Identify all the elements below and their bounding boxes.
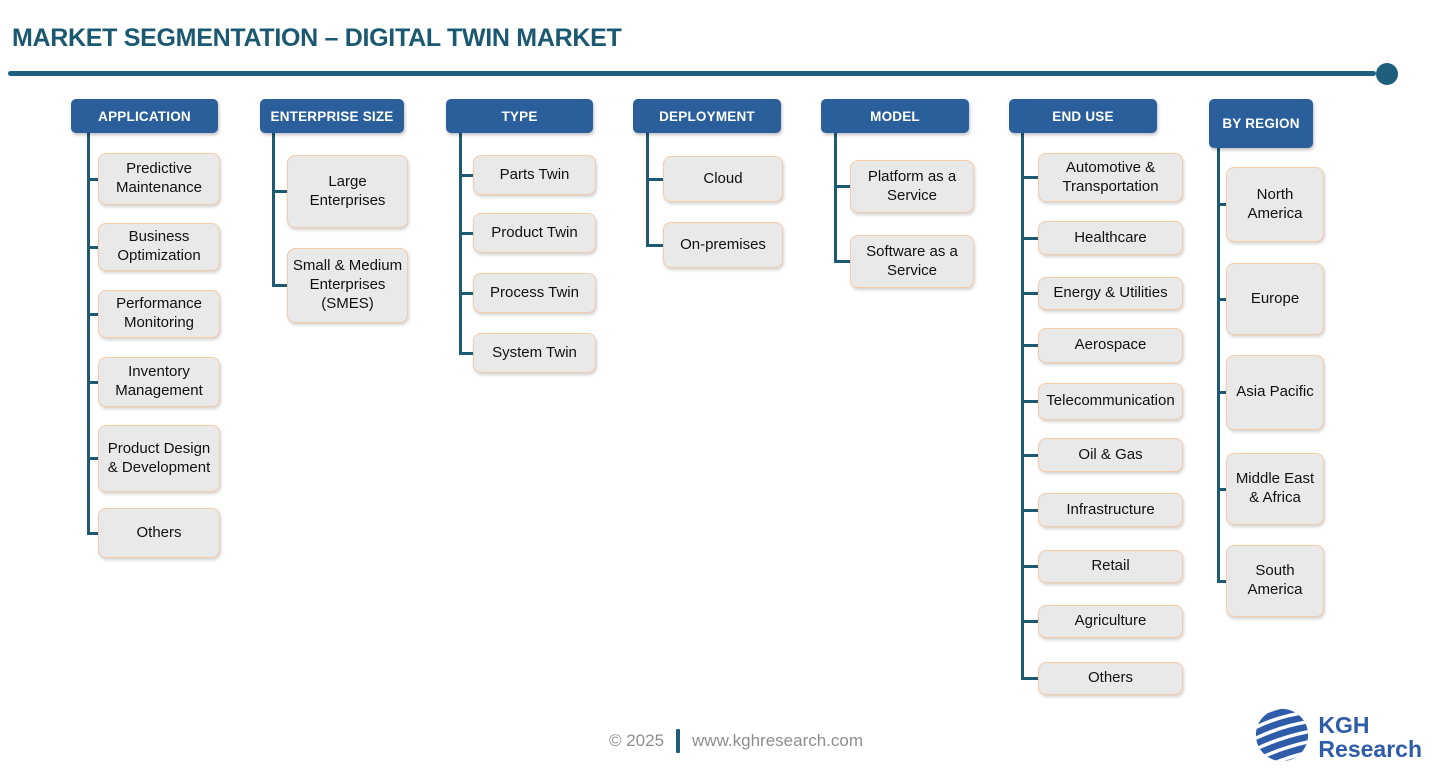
connector-stub bbox=[272, 284, 289, 287]
segment-item-cloud: Cloud bbox=[663, 156, 783, 202]
segment-header-deployment: DEPLOYMENT bbox=[633, 99, 781, 133]
segment-item-others: Others bbox=[98, 508, 220, 558]
connector-stub bbox=[1217, 487, 1228, 491]
segment-item-south-america: South America bbox=[1226, 545, 1324, 617]
logo-text: KGH Research bbox=[1318, 712, 1422, 762]
segment-header-end-use: END USE bbox=[1009, 99, 1157, 133]
footer-divider bbox=[676, 729, 681, 753]
copyright-text: © 2025 bbox=[608, 731, 665, 750]
segment-item-north-america: North America bbox=[1226, 167, 1324, 242]
logo-line-1: KGH bbox=[1318, 712, 1370, 739]
segment-item-healthcare: Healthcare bbox=[1038, 221, 1183, 255]
segment-header-type: TYPE bbox=[446, 99, 593, 133]
segment-item-product-twin: Product Twin bbox=[473, 213, 596, 253]
segment-item-parts-twin: Parts Twin bbox=[473, 155, 596, 195]
segment-item-aerospace: Aerospace bbox=[1038, 328, 1183, 363]
connector-stub bbox=[459, 291, 475, 295]
page-title: MARKET SEGMENTATION – DIGITAL TWIN MARKE… bbox=[12, 24, 622, 52]
connector-trunk bbox=[646, 133, 649, 247]
connector-stub bbox=[1021, 565, 1040, 568]
connector-stub bbox=[272, 190, 289, 193]
segment-item-on-premises: On-premises bbox=[663, 222, 783, 268]
segment-item-process-twin: Process Twin bbox=[473, 273, 596, 313]
connector-stub bbox=[1217, 297, 1228, 301]
kgh-research-logo: KGH Research bbox=[1253, 706, 1422, 769]
connector-stub bbox=[1021, 176, 1040, 179]
connector-stub bbox=[1217, 391, 1228, 394]
connector-stub bbox=[87, 380, 100, 384]
segment-item-small-medium-enterprises-smes: Small & Medium Enterprises (SMES) bbox=[287, 248, 408, 323]
connector-trunk bbox=[459, 133, 462, 355]
segment-item-platform-as-a-service: Platform as a Service bbox=[850, 160, 974, 213]
segment-header-model: MODEL bbox=[821, 99, 969, 133]
title-underline bbox=[8, 71, 1376, 76]
connector-stub bbox=[459, 351, 475, 355]
globe-icon bbox=[1253, 706, 1311, 769]
connector-stub bbox=[1021, 508, 1040, 512]
segment-header-by-region: BY REGION bbox=[1209, 99, 1313, 148]
segment-item-inventory-management: Inventory Management bbox=[98, 357, 220, 407]
segment-item-agriculture: Agriculture bbox=[1038, 605, 1183, 638]
segment-item-middle-east-africa: Middle East & Africa bbox=[1226, 453, 1324, 525]
title-underline-end-dot bbox=[1376, 63, 1398, 85]
segment-item-large-enterprises: Large Enterprises bbox=[287, 155, 408, 228]
connector-trunk bbox=[1217, 148, 1220, 583]
segment-item-predictive-maintenance: Predictive Maintenance bbox=[98, 153, 220, 205]
connector-trunk bbox=[834, 133, 837, 263]
logo-line-2: Research bbox=[1318, 735, 1422, 762]
connector-stub bbox=[646, 243, 665, 247]
segment-item-retail: Retail bbox=[1038, 550, 1183, 583]
segment-item-performance-monitoring: Performance Monitoring bbox=[98, 290, 220, 338]
connector-stub bbox=[87, 177, 100, 181]
segment-header-application: APPLICATION bbox=[71, 99, 218, 133]
segment-item-oil-gas: Oil & Gas bbox=[1038, 438, 1183, 472]
connector-stub bbox=[834, 260, 852, 263]
connector-stub bbox=[87, 312, 100, 316]
segment-item-others: Others bbox=[1038, 662, 1183, 695]
connector-stub bbox=[1217, 579, 1228, 583]
segment-item-product-design-development: Product Design & Development bbox=[98, 425, 220, 492]
segment-item-software-as-a-service: Software as a Service bbox=[850, 235, 974, 288]
website-text: www.kghresearch.com bbox=[692, 731, 864, 750]
segment-item-automotive-transportation: Automotive & Transportation bbox=[1038, 153, 1183, 202]
segment-header-enterprise-size: ENTERPRISE SIZE bbox=[260, 99, 404, 133]
connector-stub bbox=[1021, 453, 1040, 457]
connector-trunk bbox=[1021, 133, 1024, 680]
connector-stub bbox=[1021, 620, 1040, 623]
segment-item-system-twin: System Twin bbox=[473, 333, 596, 373]
connector-stub bbox=[1021, 292, 1040, 295]
segment-item-europe: Europe bbox=[1226, 263, 1324, 335]
connector-stub bbox=[1217, 203, 1228, 206]
segment-item-infrastructure: Infrastructure bbox=[1038, 493, 1183, 527]
connector-stub bbox=[459, 231, 475, 235]
footer: © 2025 www.kghresearch.com bbox=[0, 729, 1436, 753]
connector-stub bbox=[1021, 344, 1040, 347]
connector-stub bbox=[1021, 236, 1040, 240]
connector-stub bbox=[87, 457, 100, 460]
connector-stub bbox=[646, 177, 665, 181]
segment-item-telecommunication: Telecommunication bbox=[1038, 383, 1183, 420]
connector-trunk bbox=[272, 133, 275, 287]
connector-stub bbox=[1021, 677, 1040, 680]
connector-stub bbox=[834, 185, 852, 188]
connector-stub bbox=[459, 173, 475, 177]
connector-stub bbox=[87, 245, 100, 249]
connector-stub bbox=[1021, 400, 1040, 403]
connector-stub bbox=[87, 531, 100, 535]
segment-item-asia-pacific: Asia Pacific bbox=[1226, 355, 1324, 430]
connector-trunk bbox=[87, 133, 90, 535]
segment-item-business-optimization: Business Optimization bbox=[98, 223, 220, 271]
segment-item-energy-utilities: Energy & Utilities bbox=[1038, 277, 1183, 310]
